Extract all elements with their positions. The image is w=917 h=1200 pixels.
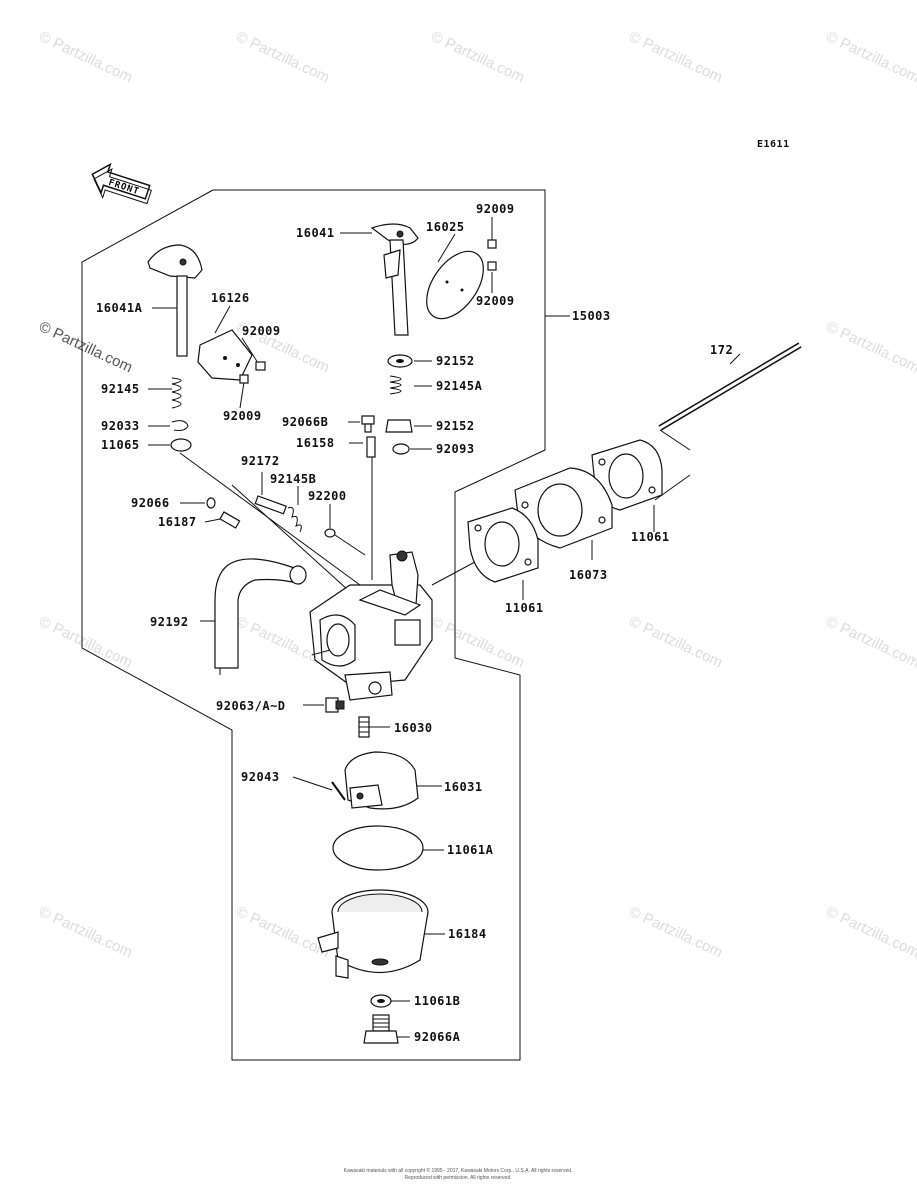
part-label: 92145B bbox=[270, 472, 316, 486]
watermark: © Partzilla.com bbox=[823, 318, 917, 376]
watermark: © Partzilla.com bbox=[36, 318, 135, 376]
part-labels: 16041 16025 92009 92009 15003 16041A 161… bbox=[96, 202, 733, 1044]
float-icon bbox=[344, 751, 419, 810]
washer-icon bbox=[387, 354, 413, 368]
part-label: 16041 bbox=[296, 226, 335, 240]
part-label: 11061B bbox=[414, 994, 460, 1008]
spring-icon bbox=[171, 377, 182, 409]
pilot-screw-icon bbox=[254, 495, 287, 515]
part-label: 92009 bbox=[223, 409, 262, 423]
hose-icon bbox=[214, 558, 306, 669]
part-label: 16031 bbox=[444, 780, 483, 794]
screw-icon bbox=[239, 361, 266, 384]
watermark: © Partzilla.com bbox=[823, 903, 917, 961]
watermark: © Partzilla.com bbox=[233, 903, 332, 961]
part-label: 92200 bbox=[308, 489, 347, 503]
insulator-icon bbox=[514, 467, 613, 549]
watermark: © Partzilla.com bbox=[233, 28, 332, 86]
part-label: 92063/A~D bbox=[216, 699, 286, 713]
jet-icon bbox=[358, 716, 370, 738]
part-label: 92093 bbox=[436, 442, 475, 456]
spring-icon bbox=[287, 506, 302, 533]
jet-icon bbox=[219, 511, 241, 529]
throttle-shaft bbox=[370, 223, 419, 336]
watermark: © Partzilla.com bbox=[428, 28, 527, 86]
part-label: 16126 bbox=[211, 291, 250, 305]
part-label: 92043 bbox=[241, 770, 280, 784]
part-label: 11065 bbox=[101, 438, 140, 452]
watermark-grid: © Partzilla.com © Partzilla.com © Partzi… bbox=[36, 28, 917, 961]
assembly-outline bbox=[81, 189, 546, 1061]
o-ring-icon bbox=[206, 497, 216, 509]
throttle-plate bbox=[426, 250, 484, 320]
stud-bolt-icon bbox=[658, 342, 802, 431]
watermark: © Partzilla.com bbox=[428, 613, 527, 671]
screw-icon bbox=[361, 415, 375, 433]
watermark: © Partzilla.com bbox=[36, 28, 135, 86]
gasket-icon bbox=[591, 439, 663, 511]
part-label: 92152 bbox=[436, 354, 475, 368]
hose-end bbox=[289, 565, 307, 585]
part-label: 16025 bbox=[426, 220, 465, 234]
washer-icon bbox=[370, 994, 392, 1008]
part-label: 16041A bbox=[96, 301, 143, 315]
part-label: 92145 bbox=[101, 382, 140, 396]
watermark: © Partzilla.com bbox=[36, 613, 135, 671]
washer-icon bbox=[385, 419, 413, 433]
part-label: 92066B bbox=[282, 415, 328, 429]
copyright-line: Kawasaki materials with all copyright © … bbox=[344, 1167, 573, 1174]
watermark: © Partzilla.com bbox=[36, 903, 135, 961]
diagram-code: E1611 bbox=[757, 139, 790, 150]
watermark: © Partzilla.com bbox=[823, 28, 917, 86]
seal-icon bbox=[392, 443, 410, 455]
part-label: 16030 bbox=[394, 721, 433, 735]
part-label: 92172 bbox=[241, 454, 280, 468]
watermark: © Partzilla.com bbox=[626, 28, 725, 86]
part-label: 92192 bbox=[150, 615, 189, 629]
pin-icon bbox=[331, 781, 346, 801]
part-label: 92152 bbox=[436, 419, 475, 433]
carburetor-body bbox=[309, 550, 433, 701]
part-label: 16187 bbox=[158, 515, 197, 529]
o-ring-icon bbox=[324, 528, 336, 538]
watermark: © Partzilla.com bbox=[626, 613, 725, 671]
part-label: 92009 bbox=[476, 202, 515, 216]
choke-shaft bbox=[147, 244, 203, 357]
part-label: 15003 bbox=[572, 309, 611, 323]
part-label: 92009 bbox=[476, 294, 515, 308]
watermark: © Partzilla.com bbox=[823, 613, 917, 671]
copyright-line: Reproduced with permission. All rights r… bbox=[405, 1175, 512, 1181]
screw-icon bbox=[366, 436, 376, 458]
gasket-icon bbox=[467, 507, 539, 583]
part-label: 16158 bbox=[296, 436, 335, 450]
screw-icon bbox=[325, 697, 345, 713]
spring-icon bbox=[389, 375, 402, 395]
part-label: 92066A bbox=[414, 1030, 461, 1044]
clip-icon bbox=[171, 420, 189, 431]
bolt-icon bbox=[363, 1014, 399, 1044]
part-label: 92009 bbox=[242, 324, 281, 338]
part-label: 92033 bbox=[101, 419, 140, 433]
part-label: 11061 bbox=[505, 601, 544, 615]
part-label: 16073 bbox=[569, 568, 608, 582]
part-label: 92066 bbox=[131, 496, 170, 510]
part-label: 16184 bbox=[448, 927, 487, 941]
seal-icon bbox=[170, 438, 192, 452]
float-chamber-icon bbox=[317, 889, 429, 979]
part-label: 11061A bbox=[447, 843, 494, 857]
screw-icon bbox=[487, 239, 497, 271]
watermark: © Partzilla.com bbox=[626, 903, 725, 961]
part-label: 11061 bbox=[631, 530, 670, 544]
front-arrow-icon: FRONT bbox=[91, 162, 152, 205]
leader-lines bbox=[148, 217, 741, 1038]
part-label: 92145A bbox=[436, 379, 483, 393]
part-label: 172 bbox=[710, 343, 733, 357]
